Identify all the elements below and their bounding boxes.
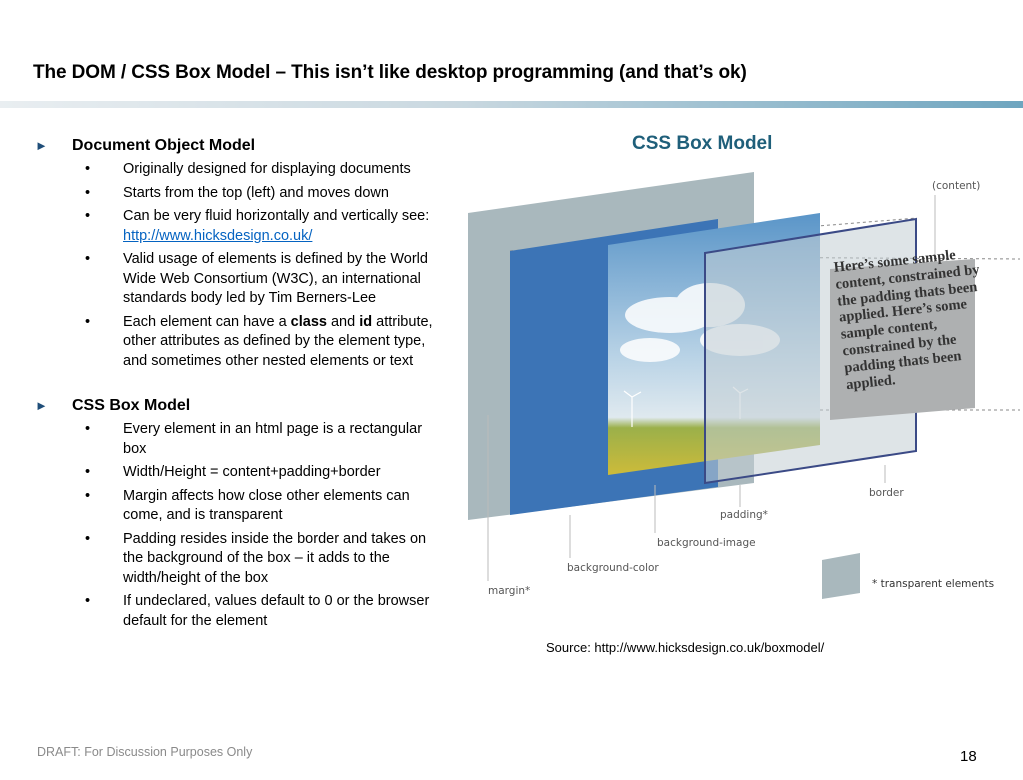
section-heading-label: CSS Box Model bbox=[72, 397, 191, 414]
background-color-label: background-color bbox=[567, 562, 659, 574]
draft-footer: DRAFT: For Discussion Purposes Only bbox=[37, 745, 253, 759]
list-item: •If undeclared, values default to 0 or t… bbox=[85, 593, 430, 629]
list-item: •Starts from the top (left) and moves do… bbox=[35, 184, 440, 204]
border-layer bbox=[704, 217, 917, 485]
slide-title: The DOM / CSS Box Model – This isn’t lik… bbox=[33, 62, 747, 83]
bullet-dot-icon: • bbox=[85, 208, 91, 224]
bullet-dot-icon: • bbox=[85, 487, 91, 504]
list-item: •Can be very fluid horizontally and vert… bbox=[85, 208, 430, 244]
list-item: •Valid usage of elements is defined by t… bbox=[85, 251, 428, 306]
left-column: ► Document Object Model •Originally desi… bbox=[35, 137, 440, 635]
list-item: •Padding resides inside the border and t… bbox=[85, 530, 427, 586]
list-item: •Every element in an html page is a rect… bbox=[85, 421, 423, 457]
bullet-dot-icon: • bbox=[85, 530, 91, 547]
diagram-title: CSS Box Model bbox=[632, 133, 773, 154]
source-caption: Source: http://www.hicksdesign.co.uk/box… bbox=[546, 640, 825, 655]
bullet-dot-icon: • bbox=[85, 251, 91, 267]
hicksdesign-link[interactable]: http://www.hicksdesign.co.uk/ bbox=[123, 227, 313, 244]
box-model-diagram: Here’s some sample content, constrained … bbox=[460, 165, 1021, 615]
box-model-illustration bbox=[468, 172, 1021, 599]
content-label: (content) bbox=[932, 180, 981, 192]
dom-bullet-list: •Originally designed for displaying docu… bbox=[35, 160, 440, 371]
css-bullet-list: •Every element in an html page is a rect… bbox=[35, 420, 440, 631]
sample-content-text: Here’s some sample content, constrained … bbox=[833, 247, 981, 393]
margin-label: margin* bbox=[488, 585, 531, 597]
bullet-dot-icon: • bbox=[85, 184, 91, 201]
title-rule bbox=[0, 101, 1023, 108]
transparent-swatch bbox=[822, 553, 860, 599]
list-item: •Each element can have a class and id at… bbox=[85, 313, 433, 369]
right-triangle-icon: ► bbox=[35, 398, 48, 413]
background-image-label: background-image bbox=[657, 537, 756, 549]
section-heading-dom: ► Document Object Model bbox=[35, 137, 440, 155]
bullet-dot-icon: • bbox=[85, 421, 91, 437]
leader-lines bbox=[487, 195, 936, 581]
content-layer bbox=[830, 259, 975, 420]
list-item: •Originally designed for displaying docu… bbox=[35, 160, 440, 180]
bullet-dot-icon: • bbox=[85, 593, 91, 609]
list-item: •Margin affects how close other elements… bbox=[85, 487, 410, 524]
section-heading-css: ► CSS Box Model bbox=[35, 397, 440, 415]
bullet-dot-icon: • bbox=[85, 161, 91, 177]
border-label: border bbox=[869, 487, 904, 499]
section-heading-label: Document Object Model bbox=[72, 137, 256, 154]
bullet-dot-icon: • bbox=[85, 313, 91, 330]
right-triangle-icon: ► bbox=[35, 138, 48, 153]
transparent-note: * transparent elements bbox=[872, 578, 995, 590]
list-item: •Width/Height = content+padding+border bbox=[35, 463, 440, 483]
page-number: 18 bbox=[960, 748, 977, 765]
padding-label: padding* bbox=[720, 509, 768, 521]
bullet-dot-icon: • bbox=[85, 464, 91, 480]
